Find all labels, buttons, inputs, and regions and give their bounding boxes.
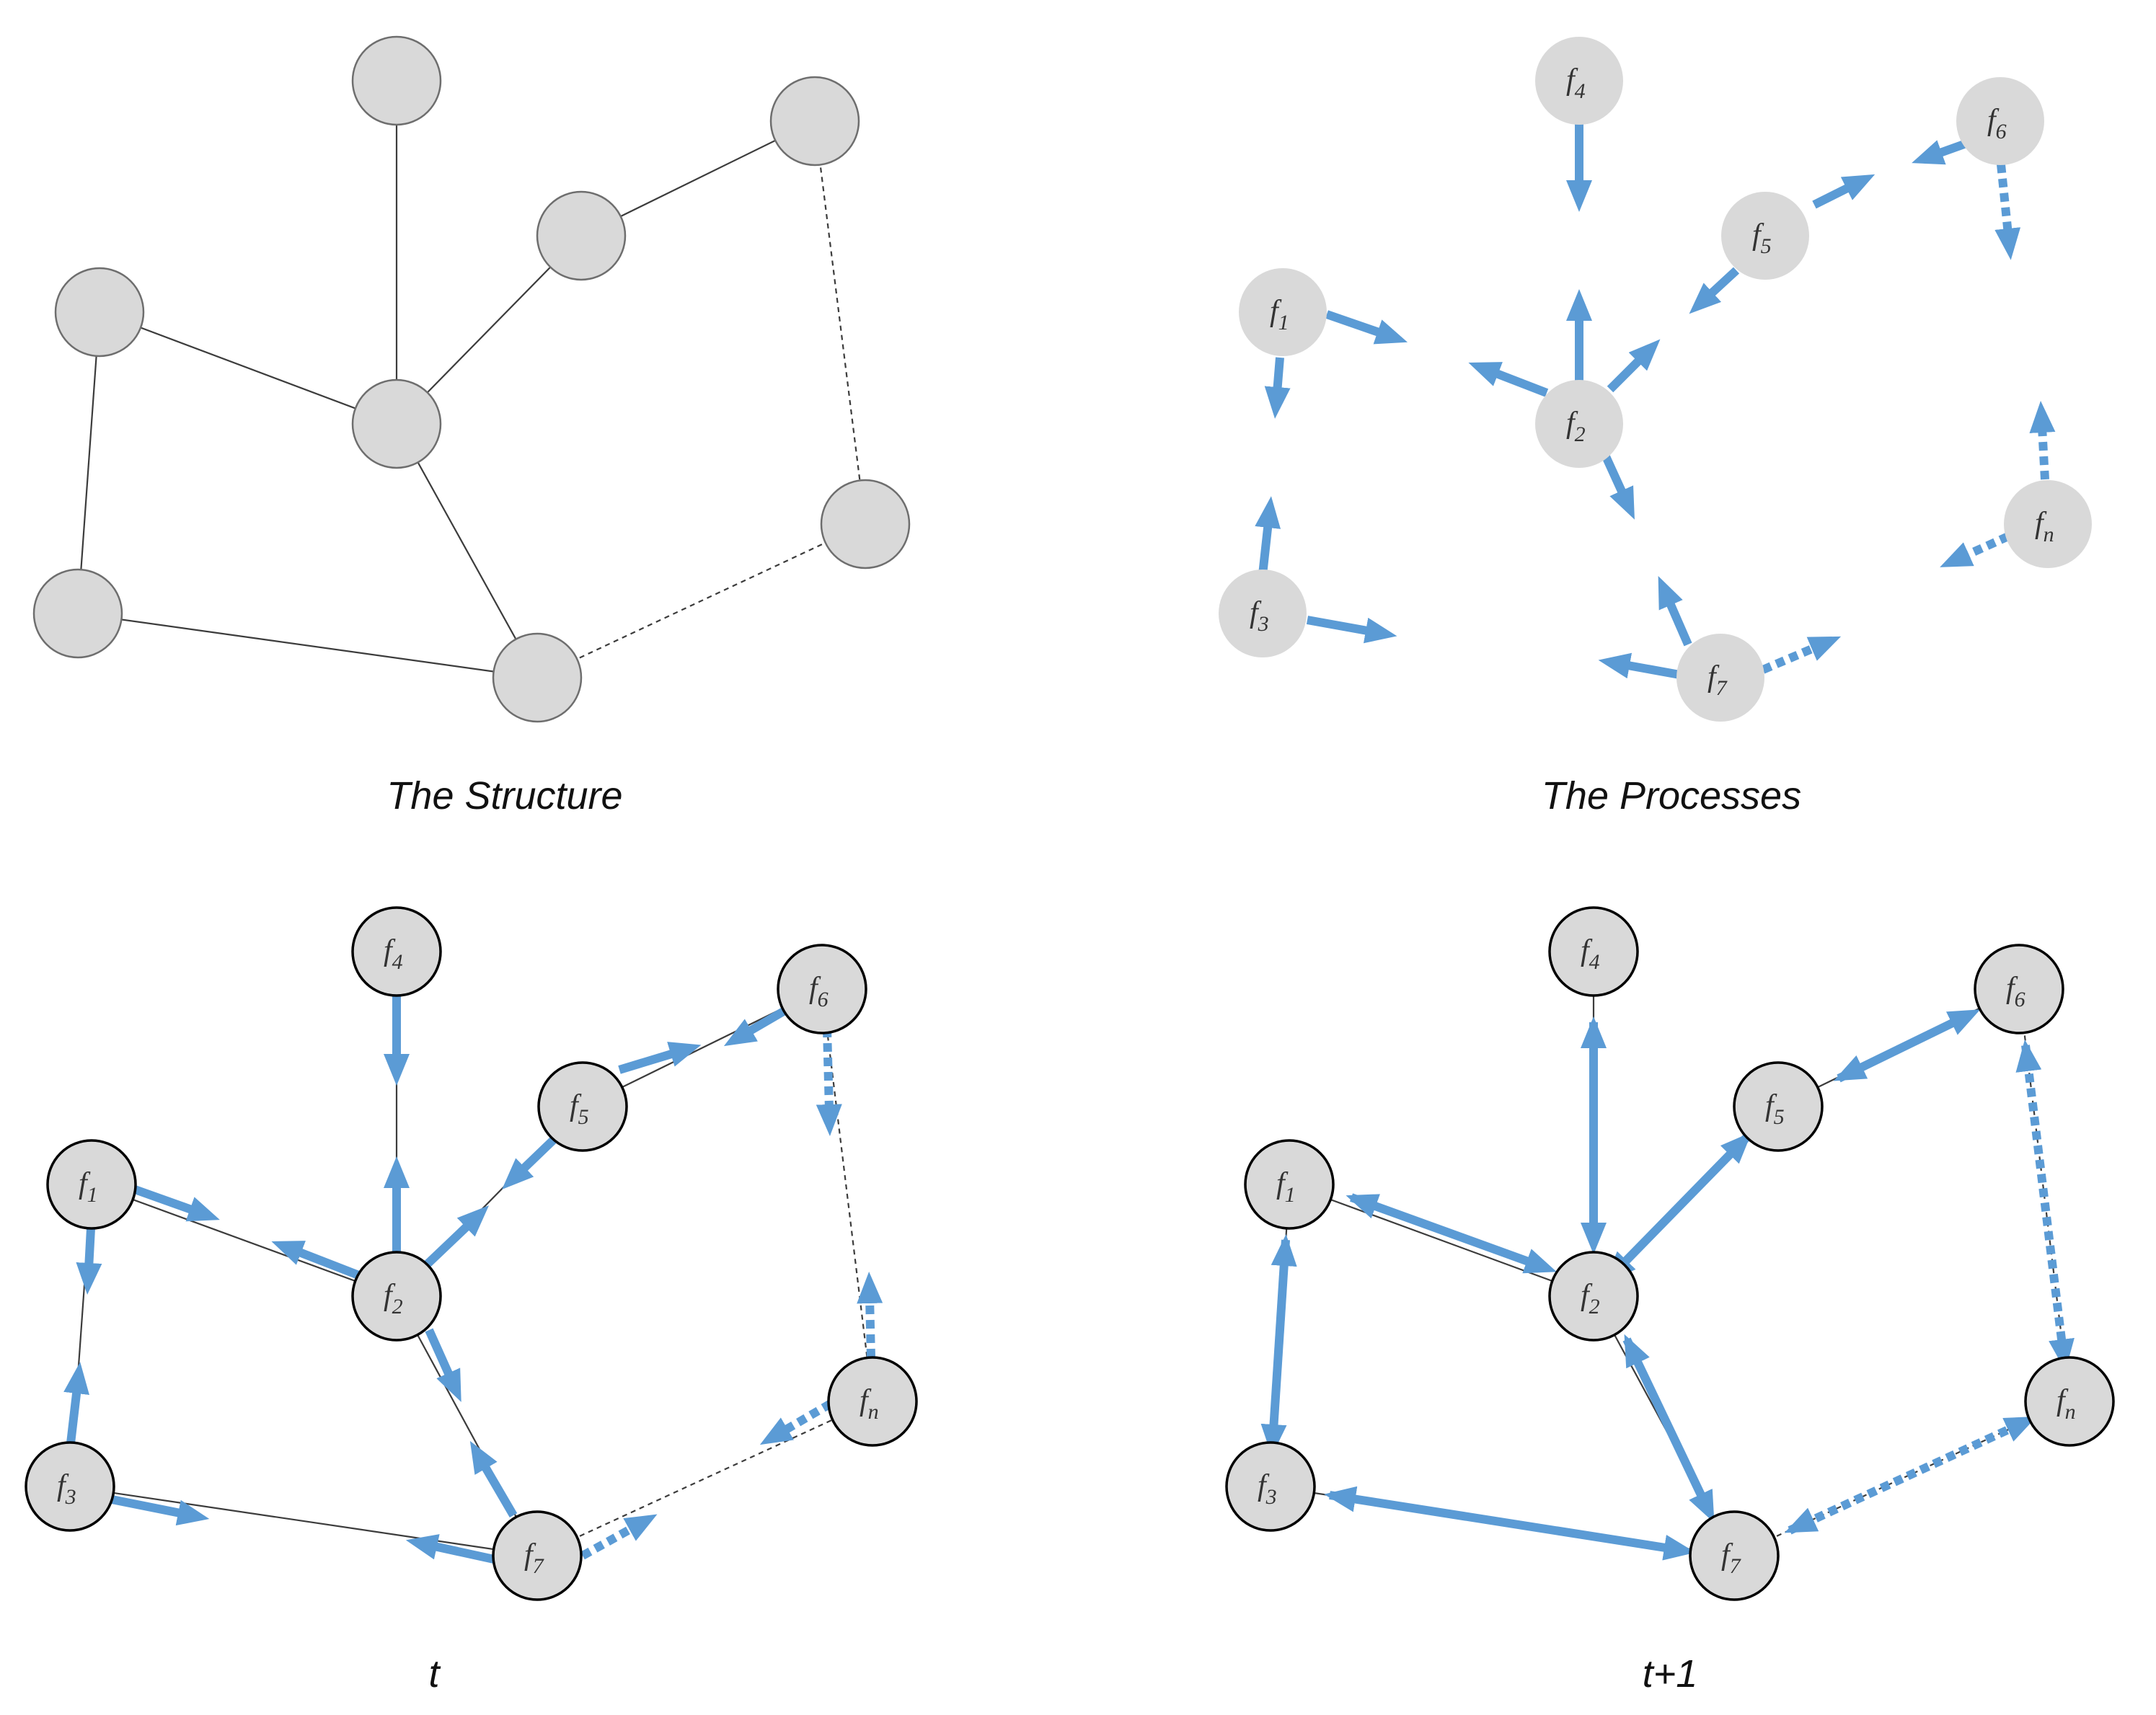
caption-t: t <box>428 1652 441 1696</box>
node-subscript: 6 <box>1996 120 2007 143</box>
node-subscript: 2 <box>1589 1295 1600 1319</box>
t-node-fn: fn <box>827 1356 918 1447</box>
node-subscript: n <box>2044 523 2054 546</box>
node-subscript: 3 <box>65 1485 76 1509</box>
structure-node <box>820 479 911 570</box>
structure-node <box>769 76 860 167</box>
t1-node-f7: f7 <box>1689 1510 1780 1601</box>
structure-node <box>492 632 583 723</box>
t1-node-f5: f5 <box>1733 1061 1824 1152</box>
process-node-fn: fn <box>2004 480 2092 568</box>
svg-text:fn: fn <box>860 1384 879 1424</box>
node-subscript: 2 <box>1575 422 1586 446</box>
node-subscript: 4 <box>392 950 403 974</box>
node-subscript: 1 <box>1278 311 1289 334</box>
node-subscript: 4 <box>1575 79 1586 103</box>
structure-node <box>54 267 145 358</box>
node-subscript: 1 <box>1285 1183 1296 1207</box>
structure-panel <box>32 35 911 723</box>
processes-panel: f4 f6 f5 f1 f2 fn f3 f7 <box>1219 37 2092 722</box>
structure-node <box>536 190 627 281</box>
node-subscript: 6 <box>818 988 829 1011</box>
t1-node-f3: f3 <box>1225 1441 1316 1532</box>
node-subscript: 5 <box>1761 234 1772 258</box>
process-node-f2: f2 <box>1535 380 1623 468</box>
t1-node-fn: fn <box>2024 1356 2115 1447</box>
t-node-f6: f6 <box>777 944 867 1034</box>
t-node-f5: f5 <box>537 1061 628 1152</box>
caption-structure: The Structure <box>386 774 622 817</box>
structure-node <box>351 35 442 126</box>
t1-node-f6: f6 <box>1974 944 2064 1034</box>
node-subscript: 3 <box>1265 1485 1277 1509</box>
node-subscript: 7 <box>1716 676 1728 700</box>
node-subscript: n <box>2065 1400 2076 1424</box>
t1-node-f2: f2 <box>1548 1251 1639 1342</box>
node-subscript: 5 <box>578 1105 589 1129</box>
structure-node <box>32 568 123 659</box>
t1-node-f1: f1 <box>1244 1139 1335 1230</box>
caption-t1: t+1 <box>1643 1652 1698 1696</box>
node-subscript: n <box>868 1400 879 1424</box>
process-node-f5: f5 <box>1721 192 1809 280</box>
process-node-f3: f3 <box>1219 570 1307 657</box>
node-subscript: 2 <box>392 1295 403 1319</box>
node-subscript: 7 <box>533 1554 545 1578</box>
svg-text:f4: f4 <box>384 934 403 974</box>
svg-text:f5: f5 <box>1752 218 1772 258</box>
t-node-f4: f4 <box>351 906 442 997</box>
node-subscript: 1 <box>87 1183 98 1207</box>
process-node-f1: f1 <box>1239 268 1327 356</box>
node-subscript: 7 <box>1730 1554 1742 1578</box>
caption-processes: The Processes <box>1542 774 1801 817</box>
t-node-f2: f2 <box>351 1251 442 1342</box>
process-node-f4: f4 <box>1535 37 1623 125</box>
process-node-f7: f7 <box>1676 634 1764 722</box>
t1-node-f4: f4 <box>1548 906 1639 997</box>
t1-panel: f4 f6 f5 f1 f2 fn f3 f7 <box>1225 906 2115 1601</box>
t-node-f7: f7 <box>492 1510 583 1601</box>
node-subscript: 4 <box>1589 950 1600 974</box>
t-node-f1: f1 <box>46 1139 137 1230</box>
t-panel: f4 f6 f5 f1 f2 fn f3 f7 <box>25 906 918 1601</box>
node-subscript: 3 <box>1258 612 1269 636</box>
node-subscript: 5 <box>1774 1105 1785 1129</box>
t-node-f3: f3 <box>25 1441 115 1532</box>
structure-node <box>351 378 442 469</box>
process-node-f6: f6 <box>1956 77 2044 165</box>
node-subscript: 6 <box>2015 988 2025 1011</box>
